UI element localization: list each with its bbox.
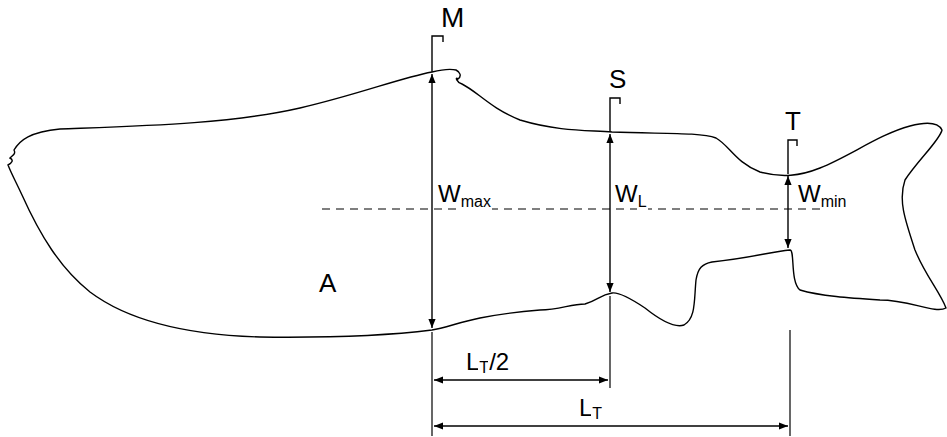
section-letter: M — [440, 4, 465, 32]
extension-line — [431, 332, 432, 436]
width-symbol: W — [614, 182, 639, 206]
dimension-arrow — [434, 425, 788, 426]
fish-outline — [8, 69, 946, 337]
width-subscript: L — [637, 194, 648, 210]
dimension-arrow — [787, 176, 788, 248]
section-letter: S — [608, 66, 627, 92]
width-symbol: W — [437, 182, 462, 206]
section-tick — [788, 140, 797, 174]
dimension-arrow — [434, 379, 608, 380]
width-symbol: W — [797, 182, 822, 206]
region-letter: A — [318, 270, 337, 296]
length-fraction: /2 — [488, 350, 510, 374]
section-tick — [610, 98, 620, 132]
dimension-arrow — [609, 134, 610, 292]
dimension-arrow — [431, 74, 432, 328]
section-letter: T — [784, 108, 802, 134]
extension-line — [789, 330, 790, 436]
width-subscript: max — [460, 194, 492, 210]
width-subscript: min — [820, 194, 848, 210]
length-subscript: T — [591, 406, 603, 422]
section-tick — [432, 36, 443, 72]
midline — [322, 208, 842, 209]
extension-line — [609, 296, 610, 388]
